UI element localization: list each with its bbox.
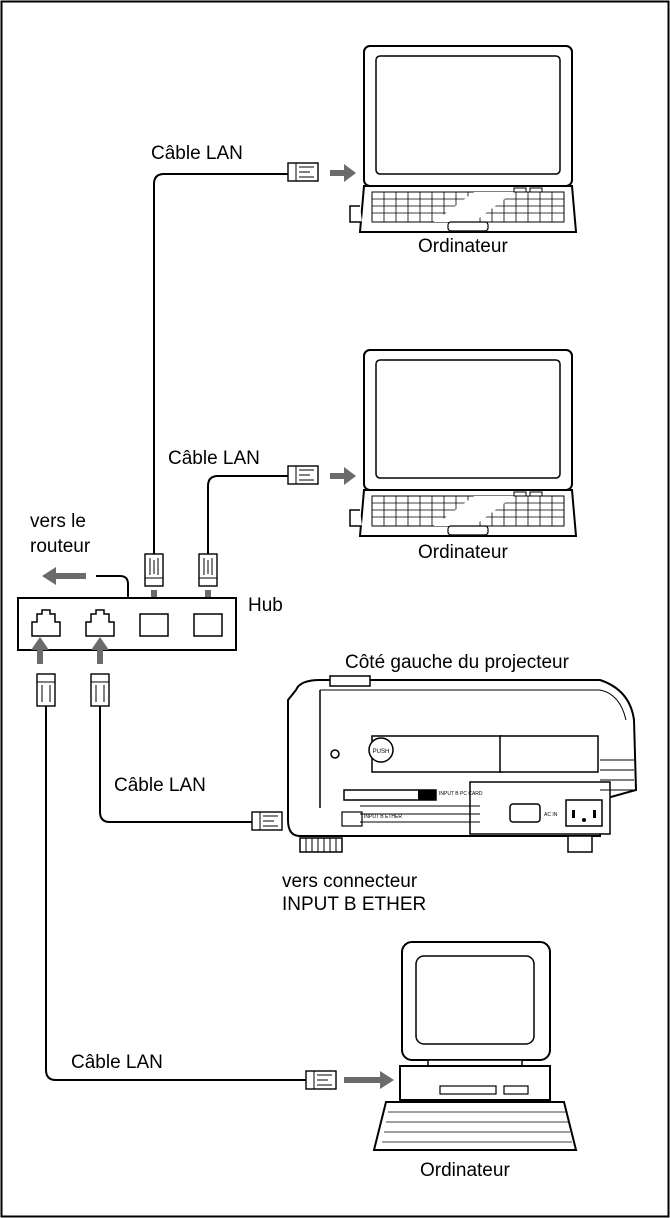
hub-port-3-icon xyxy=(139,613,169,637)
arrow-up-1-icon xyxy=(31,637,49,664)
lan-plug-1-icon xyxy=(287,162,319,182)
projector-push-mark: PUSH xyxy=(373,749,390,755)
laptop-2-icon xyxy=(349,349,577,537)
label-computer-2: Ordinateur xyxy=(418,542,508,563)
arrow-up-2-icon xyxy=(91,637,109,664)
label-computer-3: Ordinateur xyxy=(420,1160,510,1181)
arrow-right-2-icon xyxy=(330,467,356,485)
hub-plug-2-icon xyxy=(198,553,218,587)
laptop-1-icon xyxy=(349,45,577,233)
label-to-router-line2: routeur xyxy=(30,536,91,557)
label-cable-lan-4: Câble LAN xyxy=(71,1052,163,1073)
lan-cable-2 xyxy=(207,475,288,554)
arrow-right-1-icon xyxy=(330,164,356,182)
hub-port-4-icon xyxy=(193,613,223,637)
lan-plug-4-icon xyxy=(305,1070,337,1090)
arrow-left-router-icon xyxy=(42,567,86,585)
lan-cable-4 xyxy=(45,706,306,1081)
projector-ether-mark: INPUT B ETHER xyxy=(364,814,402,820)
label-to-router-line1: vers le xyxy=(30,511,86,532)
hub-plug-1-icon xyxy=(144,553,164,587)
label-to-connector-line2: INPUT B ETHER xyxy=(282,894,426,915)
hub-plug-4-icon xyxy=(90,673,110,707)
lan-plug-2-icon xyxy=(287,465,319,485)
projector-icon xyxy=(287,675,638,853)
label-cable-lan-2: Câble LAN xyxy=(168,448,260,469)
arrow-right-4-icon xyxy=(344,1071,394,1089)
label-hub: Hub xyxy=(248,595,283,616)
label-to-connector-line1: vers connecteur xyxy=(282,871,418,892)
router-cable xyxy=(96,575,129,598)
projector-ac-in-mark: AC IN xyxy=(544,812,558,818)
label-cable-lan-1: Câble LAN xyxy=(151,143,243,164)
desktop-computer-icon xyxy=(372,941,578,1151)
lan-cable-3 xyxy=(99,706,252,823)
hub-plug-3-icon xyxy=(36,673,56,707)
projector-pc-card-mark: INPUT B PC CARD xyxy=(439,791,483,797)
lan-plug-3-icon xyxy=(251,811,283,831)
label-cable-lan-3: Câble LAN xyxy=(114,775,206,796)
label-projector-side: Côté gauche du projecteur xyxy=(345,652,570,673)
lan-cable-1 xyxy=(153,173,288,554)
label-computer-1: Ordinateur xyxy=(418,236,508,257)
